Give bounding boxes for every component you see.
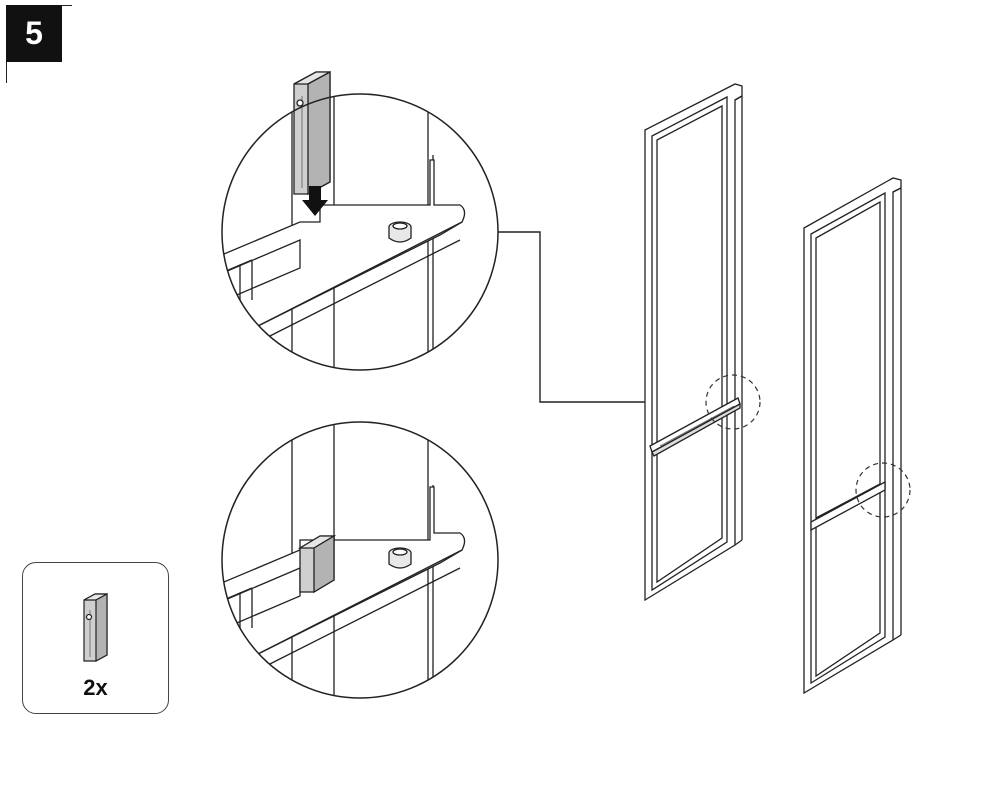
insert-down-arrow-icon [302, 186, 328, 216]
locking-block-installed [297, 534, 337, 594]
part-quantity-label: 2x [83, 675, 108, 700]
highlight-circle-right-door [855, 462, 911, 518]
door-frame-right [803, 177, 902, 695]
locking-block-part-icon [83, 592, 108, 663]
door-frame-left [644, 83, 743, 602]
detail-circle-before [221, 70, 499, 371]
locking-block-insert [293, 70, 331, 196]
detail-circle-after [221, 421, 499, 699]
step-number-badge: 5 [6, 5, 62, 62]
highlight-circle-left-door [705, 374, 761, 430]
shelf-pin-top [388, 221, 412, 243]
callout-leader-line [498, 231, 693, 407]
parts-box: 2x [22, 562, 169, 714]
shelf-pin-bottom [388, 547, 412, 569]
